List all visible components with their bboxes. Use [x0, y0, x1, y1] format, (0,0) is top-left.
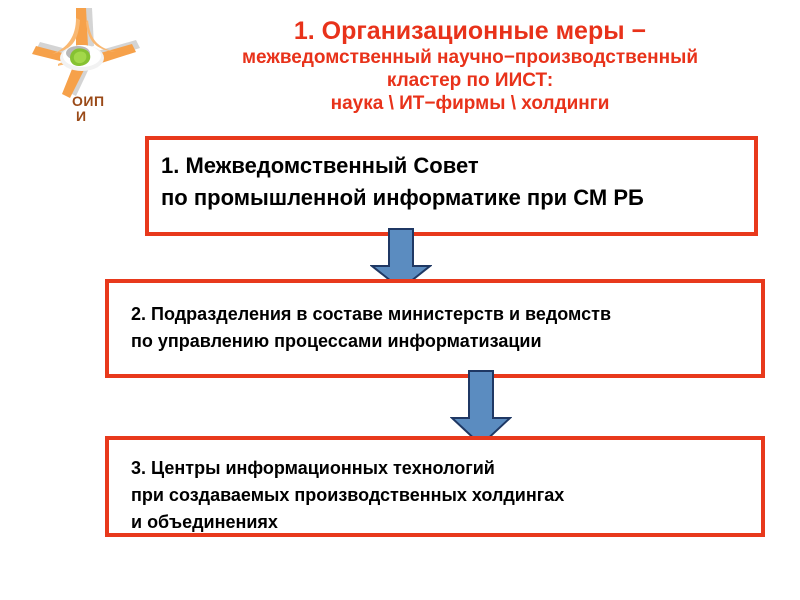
flow-box-3-line-2: при создаваемых производственных холдинг…	[131, 485, 565, 505]
logo-caption-line-2: И	[76, 108, 87, 124]
title-line-3: кластер по ИИСТ:	[386, 70, 554, 91]
oipi-institute-logo-icon	[32, 8, 140, 98]
flow-box-2-line-2: по управлению процессами информатизации	[131, 331, 542, 351]
flow-box-2: 2. Подразделения в составе министерств и…	[105, 279, 765, 378]
logo-caption: ОИП И	[72, 94, 142, 124]
flow-box-2-line-1: 2. Подразделения в составе министерств и…	[131, 304, 612, 324]
title-line-4: наука \ ИТ−фирмы \ холдинги	[330, 93, 610, 114]
logo-caption-line-1: ОИП	[72, 93, 105, 109]
title-line-1: 1. Организационные меры −	[293, 17, 647, 45]
slide-title: 1. Организационные меры − межведомственн…	[150, 16, 790, 115]
flow-box-1-line-2: по промышленной информатике при СМ РБ	[161, 185, 644, 210]
title-line-2: межведомственный научно−производственный	[241, 47, 699, 68]
flow-box-1-line-1: 1. Межведомственный Совет	[161, 153, 479, 178]
flow-box-3-line-1: 3. Центры информационных технологий	[131, 458, 495, 478]
logo-block: ОИП И	[32, 6, 142, 131]
down-arrow-icon-2	[450, 370, 512, 446]
flow-box-1: 1. Межведомственный Совет по промышленно…	[145, 136, 758, 236]
down-arrow-icon-1	[370, 228, 432, 290]
flow-box-3-line-3: и объединениях	[131, 512, 278, 532]
flow-box-3: 3. Центры информационных технологий при …	[105, 436, 765, 537]
